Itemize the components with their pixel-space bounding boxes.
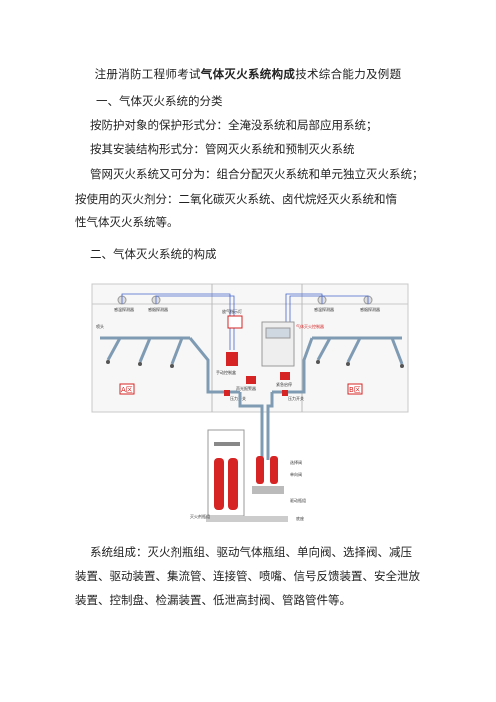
label-driver-bottle: 驱动瓶组: [290, 497, 306, 503]
label-smoke-b: 感温探测器: [314, 306, 334, 312]
nozzle-icon: [346, 362, 350, 366]
pressure-switch-icon: [282, 390, 288, 396]
label-temp-b: 感烟探测器: [360, 306, 380, 312]
title-prefix: 注册消防工程师考试: [94, 67, 201, 81]
label-selector: 选择阀: [290, 459, 302, 465]
manifold-icon: [214, 442, 240, 446]
zone-b-box: [347, 383, 363, 395]
label-alarm: 声光报警器: [236, 385, 256, 391]
driver-bottle-icon: [270, 456, 278, 484]
label-nozzle: 喷头: [96, 323, 104, 329]
agent-bottle-icon: [214, 458, 224, 510]
warn-light-icon: [227, 315, 243, 329]
signal-wire: [289, 295, 369, 340]
label-manual: 手动控制盒: [216, 369, 236, 375]
paragraph-1: 按防护对象的保护形式分：全淹没系统和局部应用系统；: [90, 118, 378, 132]
nozzle-icon: [316, 360, 320, 364]
document-title: 注册消防工程师考试气体灭火系统构成技术综合能力及例题: [0, 66, 496, 82]
driver-bottle-icon: [256, 456, 264, 484]
zone-a-label: A区: [121, 386, 133, 394]
paragraph-4a: 按使用的灭火剂分：二氧化碳灭火系统、卤代烷烃灭火系统和惰: [75, 192, 397, 206]
components-line-1: 系统组成：灭火剂瓶组、驱动气体瓶组、单向阀、选择阀、减压: [90, 545, 412, 559]
nozzle-icon: [106, 360, 110, 364]
nozzle-icon: [138, 362, 142, 366]
label-warn-light: 放气指示灯: [222, 308, 242, 314]
base-plate: [206, 516, 288, 522]
section2-heading: 二、气体灭火系统的构成: [90, 247, 217, 261]
label-smoke-a: 感温探测器: [114, 306, 134, 312]
system-diagram-svg: 感温探测器 感烟探测器 感温探测器 感烟探测器 喷头: [91, 283, 409, 522]
paragraph-2: 按其安装结构形式分：管网灭火系统和预制灭火系统: [90, 142, 355, 156]
main-pipes: [238, 392, 274, 460]
label-check-valve: 单向阀: [290, 471, 302, 477]
driver-frame: [252, 486, 284, 494]
system-diagram: 感温探测器 感烟探测器 感温探测器 感烟探测器 喷头: [90, 280, 410, 525]
title-bold: 气体灭火系统构成: [200, 67, 296, 81]
emergency-icon: [280, 372, 290, 380]
label-agent-bottle: 灭火剂瓶组: [190, 513, 210, 519]
alarm-icon: [246, 376, 256, 384]
manual-box-icon: [226, 352, 238, 366]
components-line-2: 装置、驱动装置、集流管、连接管、喷嘴、信号反馈装置、安全泄放: [75, 569, 420, 583]
label-pressure-b: 压力开关: [288, 395, 304, 401]
label-temp-a: 感烟探测器: [148, 306, 168, 312]
control-panel-screen: [265, 327, 291, 339]
components-line-3: 装置、控制盘、检漏装置、低泄高封阀、管路管件等。: [75, 593, 351, 607]
signal-wire: [285, 293, 323, 340]
label-pressure-a: 压力开关: [230, 395, 246, 401]
title-suffix: 技术综合能力及例题: [295, 67, 402, 81]
zone-b-label: B区: [349, 386, 361, 394]
label-emergency: 紧急启停: [276, 381, 292, 387]
nozzle-icon: [400, 364, 404, 368]
nozzle-icon: [170, 364, 174, 368]
paragraph-4b: 性气体灭火系统等。: [75, 215, 179, 229]
zone-a-box: [119, 383, 135, 395]
label-ctrl-panel: 气体灭火控制器: [296, 323, 324, 329]
paragraph-3: 管网灭火系统又可分为：组合分配灭火系统和单元独立灭火系统；: [90, 167, 424, 181]
section1-heading: 一、气体灭火系统的分类: [96, 94, 223, 108]
label-base: 底座: [296, 515, 304, 521]
pressure-switch-icon: [224, 390, 230, 396]
agent-bottle-icon: [228, 458, 238, 510]
